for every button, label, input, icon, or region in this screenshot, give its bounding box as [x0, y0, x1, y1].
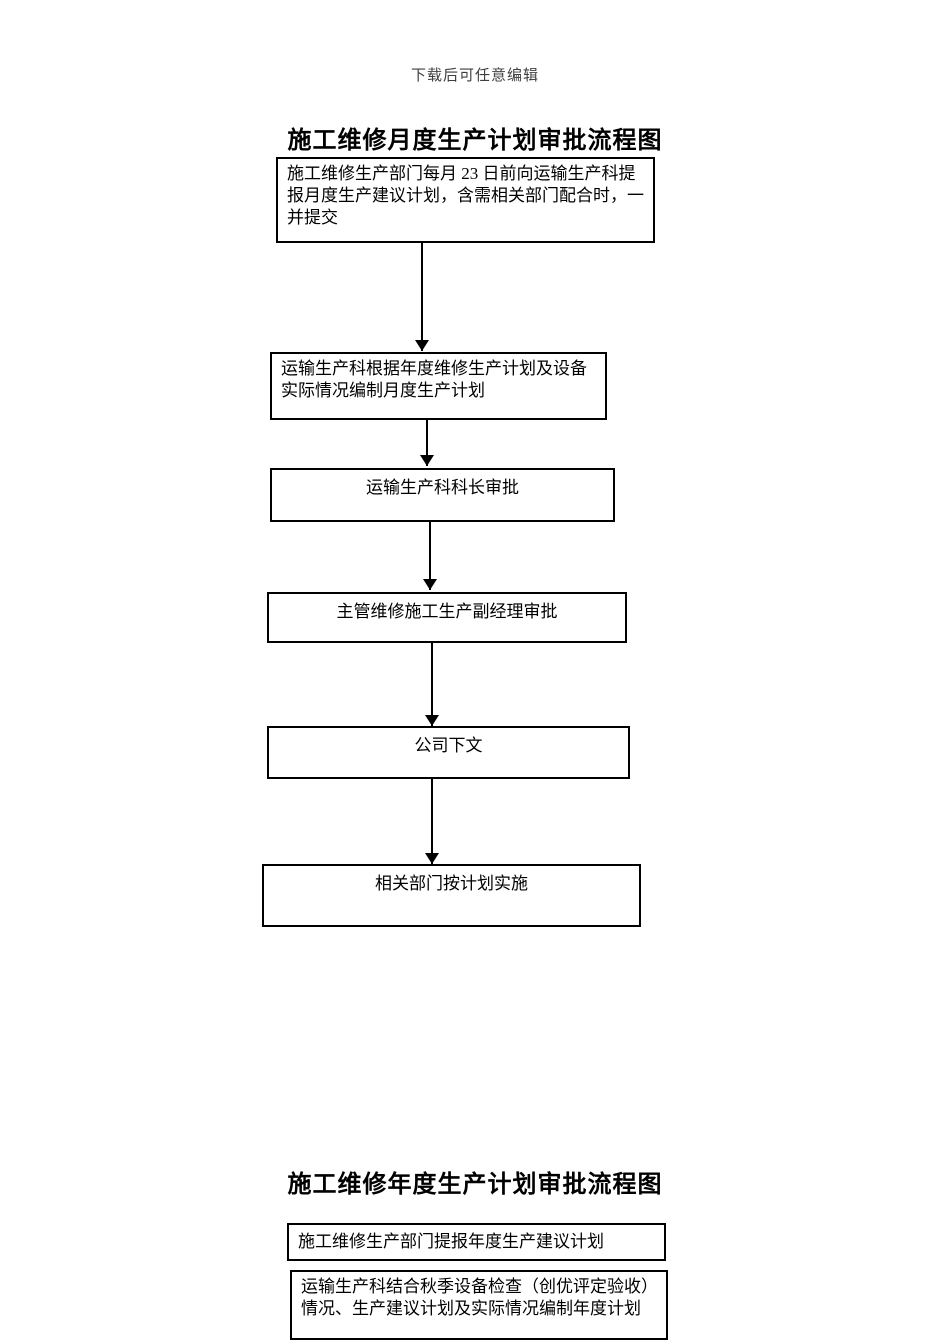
monthly-step-5-box: 公司下文 — [267, 726, 630, 779]
arrow-down-icon — [425, 779, 439, 864]
arrow-down-icon — [415, 243, 429, 351]
arrow-down-icon — [425, 643, 439, 726]
arrow-down-icon — [423, 522, 437, 590]
annual-step-2-box: 运输生产科结合秋季设备检查（创优评定验收）情况、生产建议计划及实际情况编制年度计… — [290, 1270, 668, 1340]
monthly-step-4-box: 主管维修施工生产副经理审批 — [267, 592, 627, 643]
annual-step-1-box: 施工维修生产部门提报年度生产建议计划 — [287, 1223, 666, 1261]
monthly-step-3-box: 运输生产科科长审批 — [270, 468, 615, 522]
watermark-text: 下载后可任意编辑 — [410, 68, 539, 84]
monthly-step-1-box: 施工维修生产部门每月 23 日前向运输生产科提报月度生产建议计划，含需相关部门配… — [276, 157, 655, 243]
monthly-step-2-box: 运输生产科根据年度维修生产计划及设备实际情况编制月度生产计划 — [270, 352, 607, 420]
monthly-flowchart-title: 施工维修月度生产计划审批流程图 — [287, 128, 663, 154]
annual-flowchart-title: 施工维修年度生产计划审批流程图 — [287, 1172, 663, 1198]
arrow-down-icon — [420, 420, 434, 466]
monthly-step-6-box: 相关部门按计划实施 — [262, 864, 641, 927]
